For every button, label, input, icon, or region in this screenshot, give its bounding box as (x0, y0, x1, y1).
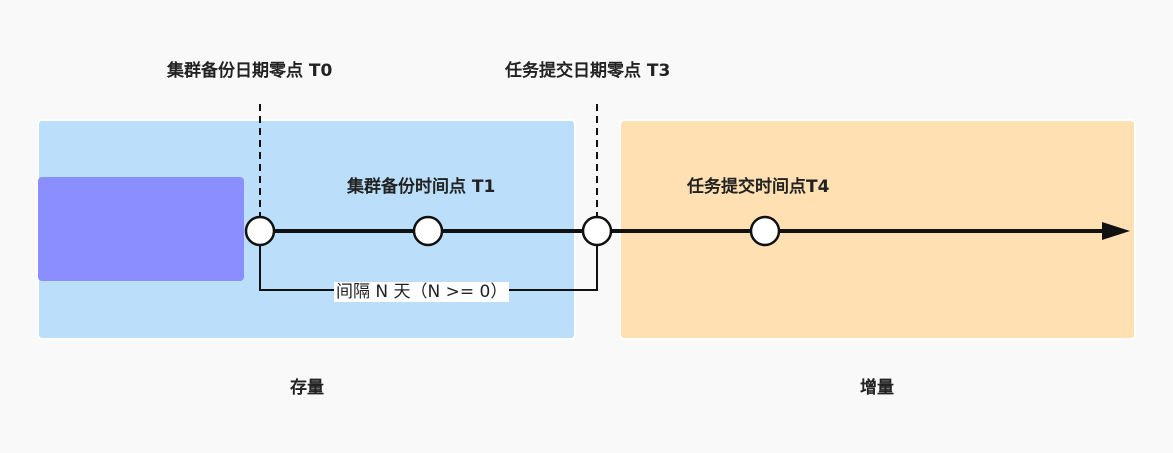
backup-block (38, 177, 244, 281)
t4-point (749, 215, 781, 247)
t3-point (581, 215, 613, 247)
interval-label: 间隔 N 天（N >= 0） (334, 282, 510, 302)
incremental-label: 增量 (860, 378, 894, 398)
t1-point (412, 215, 444, 247)
timeline-arrowhead (1102, 222, 1130, 240)
t0-point (244, 215, 276, 247)
t3-label: 任务提交日期零点 T3 (505, 61, 671, 81)
stock-label: 存量 (290, 378, 324, 398)
t1-label: 集群备份时间点 T1 (347, 177, 496, 197)
t0-label: 集群备份日期零点 T0 (167, 61, 333, 81)
t4-label: 任务提交时间点T4 (687, 177, 830, 197)
